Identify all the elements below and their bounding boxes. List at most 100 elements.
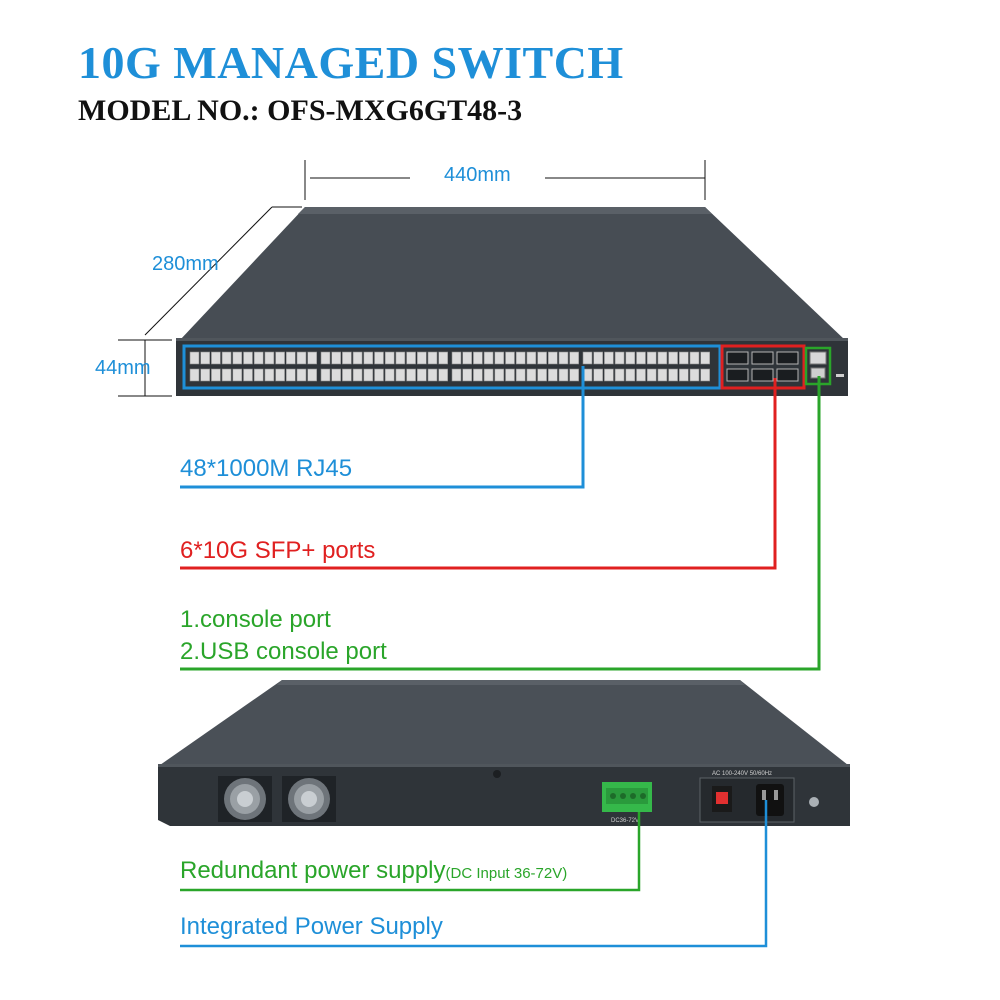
rj45-port [593, 368, 604, 382]
rj45-port [232, 351, 243, 365]
rj45-port [569, 368, 580, 382]
rj45-port [537, 351, 547, 365]
rj45-port [296, 351, 307, 365]
dc-terminal-label: DC36-72V [611, 818, 639, 824]
redundant-power-label: Redundant power supply(DC Input 36-72V) [180, 857, 567, 885]
rj45-port [505, 351, 515, 365]
rj45-port [438, 351, 449, 365]
rj45-port [547, 368, 558, 382]
rj45-port [285, 368, 296, 382]
rj45-port [678, 351, 689, 365]
rj45-port [374, 368, 384, 382]
rj45-port [636, 351, 646, 365]
fan-right [282, 776, 336, 822]
sfp-port [726, 368, 749, 382]
rj45-port [363, 368, 374, 382]
rj45-port [275, 368, 285, 382]
redundant-power-note: (DC Input 36-72V) [445, 865, 568, 882]
integrated-power-label: Integrated Power Supply [180, 913, 443, 940]
rj45-port [352, 351, 363, 365]
sfp-ports [726, 351, 799, 382]
rj45-port [582, 351, 593, 365]
rj45-port [352, 368, 363, 382]
rj45-port [427, 351, 438, 365]
rj45-port [483, 351, 494, 365]
rj45-port [494, 368, 505, 382]
switch-top-face [180, 207, 845, 340]
rj45-port [604, 368, 614, 382]
switch-front-panel [176, 338, 848, 396]
fan-left [218, 776, 272, 822]
earth-screw [809, 797, 819, 807]
rj45-port [264, 351, 275, 365]
rj45-port [526, 368, 537, 382]
dimension-lines [118, 160, 706, 397]
rj45-port [427, 368, 438, 382]
rj45-port [189, 351, 200, 365]
rj45-port [384, 368, 395, 382]
rj45-port [689, 351, 700, 365]
rj45-port [406, 351, 416, 365]
rj45-port [374, 351, 384, 365]
rj45-port [320, 351, 331, 365]
rj45-port [473, 368, 483, 382]
rj45-port [614, 368, 625, 382]
rj45-port [625, 368, 636, 382]
rj45-port [625, 351, 636, 365]
rj45-port [515, 368, 526, 382]
rj45-port [395, 351, 406, 365]
ac-power-module [699, 777, 795, 823]
rj45-port [264, 368, 275, 382]
rj45-port [416, 351, 427, 365]
rj45-port [406, 368, 416, 382]
rj45-port [547, 351, 558, 365]
rj45-port [483, 368, 494, 382]
rj45-port [462, 351, 473, 365]
rj45-port [211, 351, 221, 365]
rj45-port [604, 351, 614, 365]
rj45-port [614, 351, 625, 365]
ac-input-label: AC 100-240V 50/60Hz [712, 771, 772, 777]
rj45-port [494, 351, 505, 365]
sfp-label: 6*10G SFP+ ports [180, 537, 376, 564]
rj45-port [593, 351, 604, 365]
model-number: MODEL NO.: OFS-MXG6GT48-3 [78, 94, 523, 127]
rj45-port [221, 368, 232, 382]
rj45-port [363, 351, 374, 365]
rj45-port [331, 368, 342, 382]
console-callout-line [180, 376, 821, 671]
page-title: 10G MANAGED SWITCH [78, 37, 624, 88]
ground-screw [493, 770, 501, 778]
rj45-port [646, 368, 657, 382]
sfp-port [726, 351, 749, 365]
rj45-port [526, 351, 537, 365]
dc-terminal-block [602, 782, 652, 812]
rj45-port [451, 351, 462, 365]
sfp-port [751, 351, 774, 365]
rj45-port [320, 368, 331, 382]
rj45-port [285, 351, 296, 365]
sfp-callout-line [180, 378, 777, 570]
rj45-port [689, 368, 700, 382]
rj45-port [296, 368, 307, 382]
rj45-port [331, 351, 342, 365]
rj45-port [307, 368, 318, 382]
rj45-port [558, 351, 569, 365]
console-label-2: 2.USB console port [180, 638, 387, 665]
sfp-port [751, 368, 774, 382]
rj45-ports [189, 351, 711, 382]
redundant-power-text: Redundant power supply [180, 857, 446, 884]
rj45-port [646, 351, 657, 365]
rj45-port [189, 368, 200, 382]
rj45-port [678, 368, 689, 382]
rj45-port [211, 368, 221, 382]
rj45-label: 48*1000M RJ45 [180, 455, 353, 482]
integrated-callout-line [180, 800, 768, 948]
rj45-port [537, 368, 547, 382]
rj45-port [700, 368, 711, 382]
rj45-port [657, 351, 668, 365]
rj45-port [668, 368, 678, 382]
rj45-port [243, 351, 253, 365]
rj45-port [505, 368, 515, 382]
